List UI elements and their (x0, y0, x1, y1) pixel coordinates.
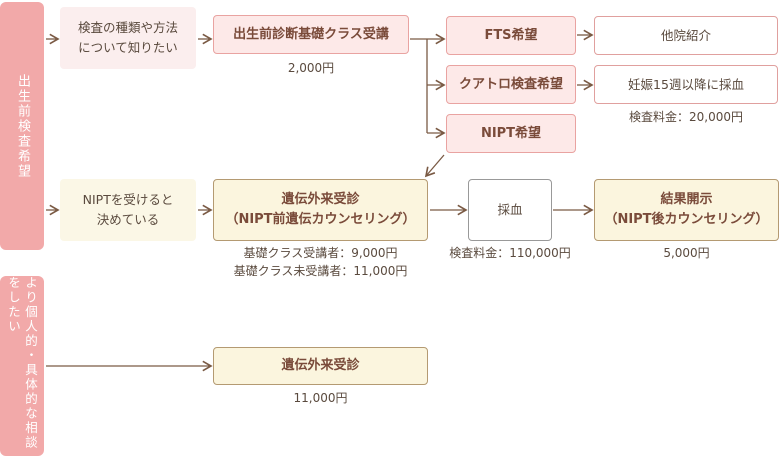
sidebar-prenatal: 出生前検査希望 (0, 2, 44, 250)
genetic-pre-fee-not-attended: 基礎クラス未受講者：11,000円 (233, 264, 408, 278)
blood-draw-box: 採血 (468, 179, 552, 241)
genetic-only-fee: 11,000円 (293, 391, 348, 405)
fts-box: FTS希望 (446, 16, 576, 55)
basic-class-box: 出生前診断基礎クラス受講 (213, 15, 409, 54)
basic-class-fee: 2,000円 (287, 61, 335, 75)
quattro-note-box: 妊娠15週以降に採血 (594, 65, 778, 104)
quattro-box: クアトロ検査希望 (446, 65, 576, 104)
quattro-fee: 検査料金：20,000円 (629, 110, 743, 124)
arrow-nipt-genetic (424, 154, 445, 178)
result-fee: 5,000円 (663, 246, 710, 260)
intro-know-methods: 検査の種類や方法 について知りたい (60, 7, 196, 69)
nipt-wish-box: NIPT希望 (446, 114, 576, 153)
sidebar-consult-label: より個人的・具体的な相談をしたい (6, 276, 38, 450)
genetic-pre-fee-attended: 基礎クラス受講者：9,000円 (243, 246, 398, 260)
intro-decided-nipt: NIPTを受けると 決めている (60, 179, 196, 241)
genetic-pre-counseling-box: 遺伝外来受診 （NIPT前遺伝カウンセリング） (213, 179, 428, 241)
result-disclosure-box: 結果開示 （NIPT後カウンセリング） (594, 179, 779, 241)
sidebar-prenatal-label: 出生前検査希望 (15, 73, 30, 179)
referral-box: 他院紹介 (594, 16, 778, 55)
sidebar-consult: より個人的・具体的な相談をしたい (0, 276, 44, 456)
genetic-only-box: 遺伝外来受診 (213, 347, 428, 385)
blood-fee: 検査料金：110,000円 (449, 246, 571, 260)
